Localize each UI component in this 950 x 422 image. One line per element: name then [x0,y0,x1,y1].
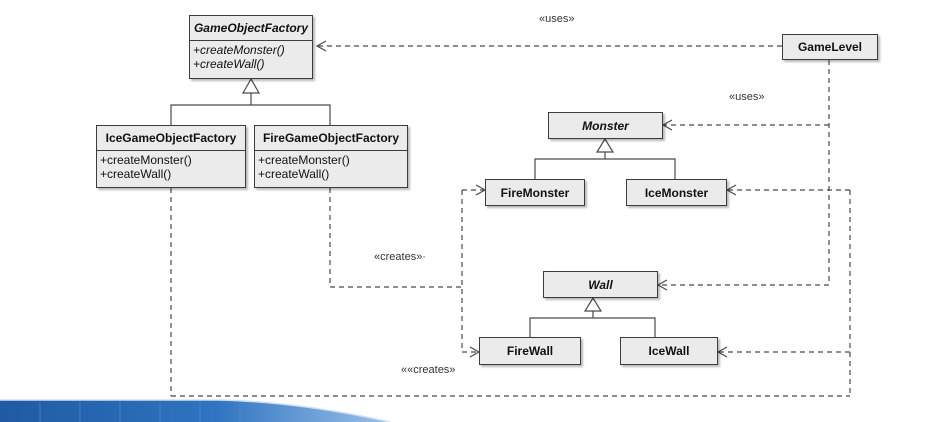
class-name: IceGameObjectFactory [105,131,237,145]
method-create-wall: +createWall() [100,167,172,181]
method-create-wall: +createWall() [193,57,265,71]
method-create-monster: +createMonster() [193,43,285,57]
class-name: FireGameObjectFactory [262,131,400,145]
class-name: Wall [588,277,613,292]
class-methods: +createMonster() +createWall() [97,150,245,183]
class-fire-wall[interactable]: FireWall [479,337,581,365]
class-name: IceWall [648,344,690,358]
factory-inheritance-lines [170,77,331,125]
monster-inheritance-arrowhead [595,137,615,153]
wall-inheritance-arrowhead [583,296,603,312]
class-name: FireMonster [500,185,570,200]
class-ice-monster[interactable]: IceMonster [626,179,727,206]
creates-icewall-arrowhead [716,346,728,358]
class-methods: +createMonster() +createWall() [190,40,312,73]
class-game-object-factory[interactable]: GameObjectFactory +createMonster() +crea… [189,15,313,79]
method-create-monster: +createMonster() [100,153,192,167]
monster-inheritance-lines [534,137,676,179]
uses-wall-arrowhead [656,279,668,291]
stereotype-creates-middle: «creates»· [374,251,426,263]
factory-inheritance-arrowhead [241,77,261,94]
class-game-level[interactable]: GameLevel [782,34,878,60]
method-create-monster: +createMonster() [258,153,350,167]
class-name: Monster [582,118,629,133]
class-name: IceMonster [644,185,709,200]
class-name: GameLevel [797,40,863,54]
class-ice-game-object-factory[interactable]: IceGameObjectFactory +createMonster() +c… [96,125,246,188]
class-fire-game-object-factory[interactable]: FireGameObjectFactory +createMonster() +… [254,125,408,188]
stereotype-uses-top: «uses» [539,13,575,25]
class-ice-wall[interactable]: IceWall [620,337,718,365]
class-name: FireWall [506,344,554,358]
class-fire-monster[interactable]: FireMonster [485,179,585,206]
class-monster[interactable]: Monster [548,112,663,139]
uses-factory-arrowhead [315,40,327,52]
wall-inheritance-lines [529,296,656,337]
method-create-wall: +createWall() [258,167,330,181]
uses-monster-arrowhead [661,119,673,131]
class-wall[interactable]: Wall [543,271,658,298]
footer-decoration [0,399,391,422]
class-methods: +createMonster() +createWall() [255,150,407,183]
fire-factory-creates-line [329,188,462,288]
creates-icemonster-arrowhead [725,184,737,196]
stereotype-creates-bottom: ««creates» [401,364,456,376]
class-name: GameObjectFactory [193,21,309,35]
stereotype-uses-right: «uses» [729,91,765,103]
